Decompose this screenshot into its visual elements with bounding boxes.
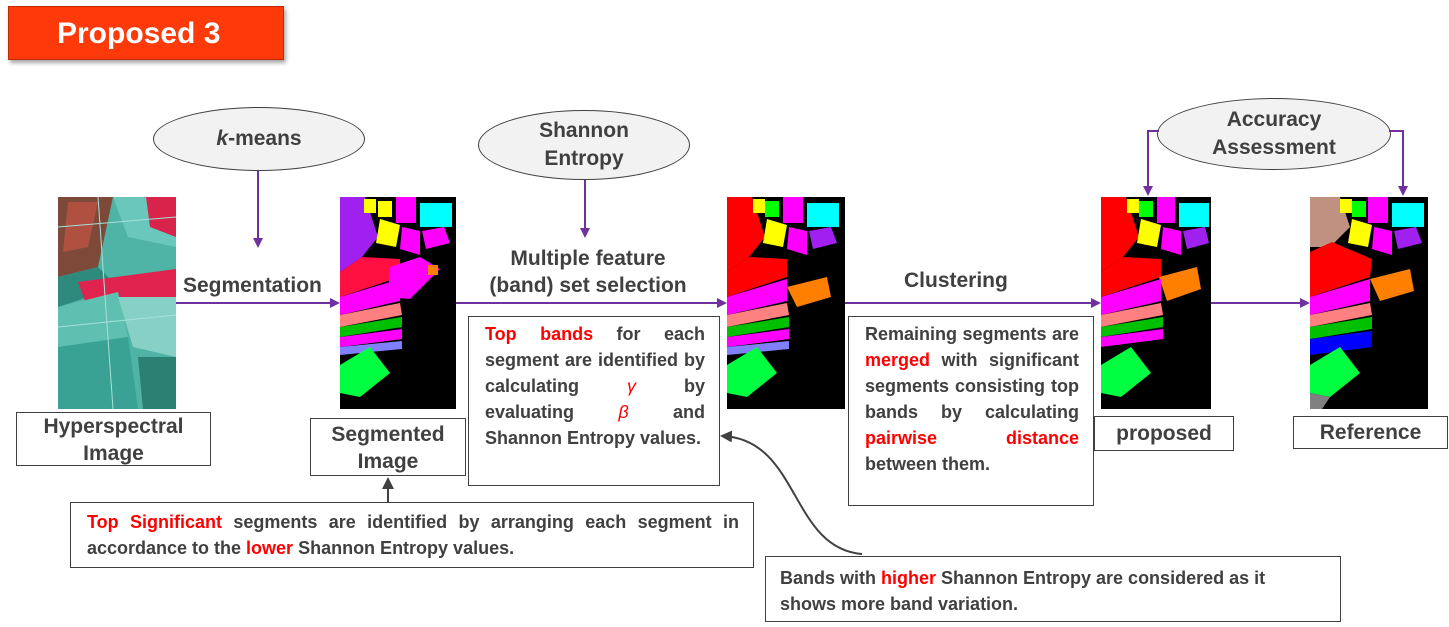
accuracy-line2: Assessment	[1212, 136, 1336, 159]
feature-selection-label: Multiple feature (band) set selection	[478, 245, 698, 299]
higher-text2: Shannon Entropy are considered as it sho…	[780, 568, 1266, 614]
accuracy-line1: Accuracy	[1226, 108, 1322, 131]
remaining-text2: with significant segments consisting top…	[865, 350, 1079, 422]
top-bands-highlight: Top bands	[485, 324, 594, 344]
arrow-accuracy-to-proposed	[1143, 130, 1159, 196]
segmented-image	[340, 197, 456, 409]
higher-text1: Bands with	[780, 568, 882, 588]
shannon-line2: Entropy	[544, 147, 624, 170]
top-bands-text2: by evaluating	[485, 376, 705, 422]
feature-selected-image	[727, 197, 845, 409]
arrow-accuracy-to-reference	[1389, 130, 1408, 196]
gamma-symbol: γ	[627, 376, 637, 396]
proposed-caption: proposed	[1094, 416, 1234, 451]
merged-highlight: merged	[865, 350, 931, 370]
clustering-label: Clustering	[904, 269, 1008, 292]
higher-entropy-note: Bands with higher Shannon Entropy are co…	[765, 556, 1341, 622]
kmeans-k: k	[216, 127, 229, 150]
pairwise-distance-highlight: pairwise distance	[865, 428, 1079, 448]
top-bands-text1: for each segment are identified by calcu…	[485, 324, 705, 396]
hyperspectral-line1: Hyperspectral	[43, 415, 184, 438]
arrow-higher-to-top-bands	[720, 430, 863, 555]
remaining-text3: between them.	[865, 454, 991, 474]
top-significant-highlight: Top Significant	[87, 512, 223, 532]
top-bands-note: Top bands for each segment are identifie…	[468, 316, 720, 486]
feature-line1: Multiple feature	[510, 247, 666, 270]
beta-symbol: β	[618, 402, 629, 422]
hyperspectral-image	[58, 197, 176, 409]
reference-caption: Reference	[1293, 416, 1448, 449]
remaining-text1: Remaining segments are	[865, 324, 1079, 344]
proposed-image	[1101, 197, 1211, 409]
reference-image	[1310, 197, 1428, 409]
significant-text1: segments are identified by arranging eac…	[87, 512, 739, 558]
lower-highlight: lower	[246, 538, 294, 558]
feature-line2: (band) set selection	[489, 274, 687, 297]
remaining-segments-note: Remaining segments are merged with signi…	[848, 316, 1094, 506]
kmeans-rest: -means	[228, 127, 302, 150]
segmented-line2: Image	[357, 450, 419, 473]
shannon-line1: Shannon	[539, 119, 629, 142]
kmeans-ellipse: k-means	[153, 107, 365, 171]
segmented-line1: Segmented	[331, 423, 445, 446]
significant-segments-note: Top Significant segments are identified …	[70, 502, 754, 568]
significant-text2: Shannon Entropy values.	[293, 538, 515, 558]
higher-highlight: higher	[881, 568, 937, 588]
title-banner: Proposed 3	[8, 6, 284, 60]
hyperspectral-line2: Image	[83, 442, 144, 465]
segmentation-label: Segmentation	[183, 274, 322, 297]
top-bands-text3: and Shannon Entropy values.	[485, 402, 705, 448]
